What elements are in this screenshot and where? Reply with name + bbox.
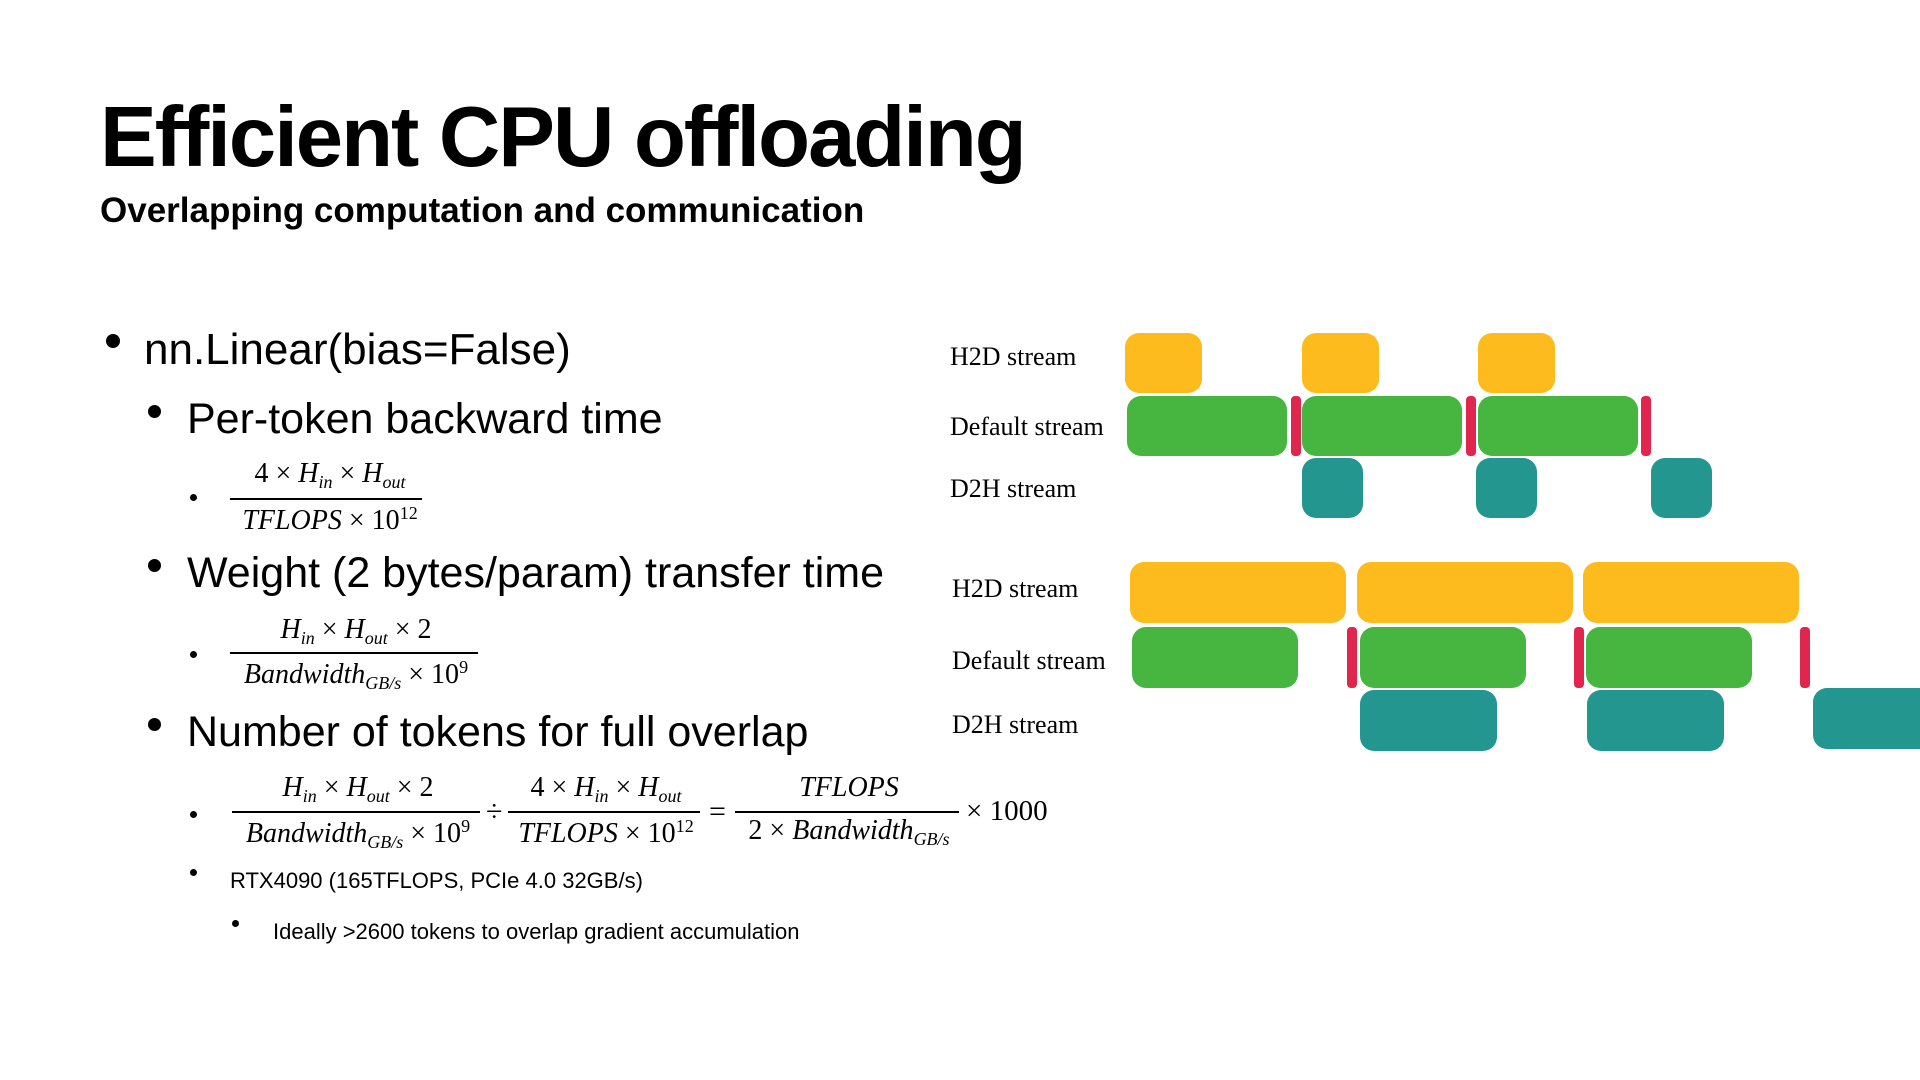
formula-numerator: 4 × Hin × Hout (254, 458, 406, 492)
bullet-nn-linear: nn.Linear(bias=False) (144, 325, 571, 374)
top-d2h-block (1651, 458, 1712, 518)
bottom-sync-marker (1347, 627, 1357, 688)
equals-operator: = (709, 795, 726, 828)
bullet-tokens-overlap: Number of tokens for full overlap (187, 708, 809, 756)
slide-subtitle: Overlapping computation and communicatio… (100, 191, 865, 230)
bottom-h2d-label: H2D stream (952, 574, 1079, 603)
bullet-dot (148, 559, 161, 572)
bullet-dot (190, 811, 197, 818)
top-h2d-label: H2D stream (950, 342, 1077, 371)
top-compute-block (1302, 396, 1462, 456)
fraction-bar (735, 811, 959, 813)
top-compute-block (1478, 396, 1638, 456)
top-d2h-label: D2H stream (950, 474, 1077, 503)
divide-operator: ÷ (486, 795, 503, 828)
formula-overlap-left: Hin × Hout × 2 BandwidthGB/s × 109 (232, 772, 484, 852)
formula-denominator: BandwidthGB/s × 109 (243, 657, 469, 693)
bullet-ideal-tokens: Ideally >2600 tokens to overlap gradient… (273, 919, 800, 944)
formula-numerator: 4 × Hin × Hout (530, 772, 682, 806)
formula-denominator: TFLOPS × 1012 (518, 816, 694, 849)
top-d2h-block (1476, 458, 1537, 518)
fraction-bar (230, 498, 422, 500)
top-compute-block (1127, 396, 1287, 456)
bullet-dot (232, 920, 239, 927)
formula-numerator: Hin × Hout × 2 (282, 772, 434, 806)
bullet-dot (190, 494, 197, 501)
bottom-h2d-block (1583, 562, 1799, 623)
formula-denominator: BandwidthGB/s × 109 (245, 816, 471, 852)
bullet-dot (190, 651, 197, 658)
bottom-d2h-label: D2H stream (952, 710, 1079, 739)
bottom-h2d-block (1357, 562, 1573, 623)
formula-denominator: 2 × BandwidthGB/s (748, 815, 950, 849)
top-default-label: Default stream (950, 412, 1104, 441)
bullet-transfer-time: Weight (2 bytes/param) transfer time (187, 549, 885, 597)
top-h2d-block (1302, 333, 1379, 393)
bottom-compute-block (1360, 627, 1526, 688)
formula-backward-time: 4 × Hin × Hout TFLOPS × 1012 (230, 458, 430, 538)
bullet-dot (106, 334, 120, 348)
formula-transfer-time: Hin × Hout × 2 BandwidthGB/s × 109 (230, 614, 482, 694)
multiply-1000: × 1000 (966, 795, 1048, 827)
bottom-h2d-block (1130, 562, 1346, 623)
top-sync-marker (1466, 396, 1476, 456)
bottom-d2h-block (1360, 690, 1497, 751)
bullet-dot (190, 869, 197, 876)
formula-denominator: TFLOPS × 1012 (242, 503, 418, 536)
bullet-dot (148, 718, 161, 731)
bottom-compute-block (1586, 627, 1752, 688)
bottom-default-label: Default stream (952, 646, 1106, 675)
fraction-bar (232, 811, 480, 813)
fraction-bar (230, 652, 478, 654)
top-d2h-block (1302, 458, 1363, 518)
formula-overlap-mid: 4 × Hin × Hout TFLOPS × 1012 (508, 772, 704, 852)
fraction-bar (508, 811, 700, 813)
bottom-sync-marker (1800, 627, 1810, 688)
bottom-d2h-block (1813, 688, 1920, 749)
top-h2d-block (1478, 333, 1555, 393)
bullet-rtx4090: RTX4090 (165TFLOPS, PCIe 4.0 32GB/s) (230, 868, 643, 893)
bottom-compute-block (1132, 627, 1298, 688)
formula-overlap-right: TFLOPS 2 × BandwidthGB/s (735, 772, 963, 852)
slide-title: Efficient CPU offloading (100, 90, 1027, 185)
top-h2d-block (1125, 333, 1202, 393)
top-sync-marker (1291, 396, 1301, 456)
bottom-sync-marker (1574, 627, 1584, 688)
formula-numerator: Hin × Hout × 2 (280, 614, 432, 648)
bullet-backward-time: Per-token backward time (187, 395, 663, 443)
bullet-dot (148, 405, 161, 418)
top-sync-marker (1641, 396, 1651, 456)
bottom-d2h-block (1587, 690, 1724, 751)
formula-numerator: TFLOPS (799, 772, 899, 803)
